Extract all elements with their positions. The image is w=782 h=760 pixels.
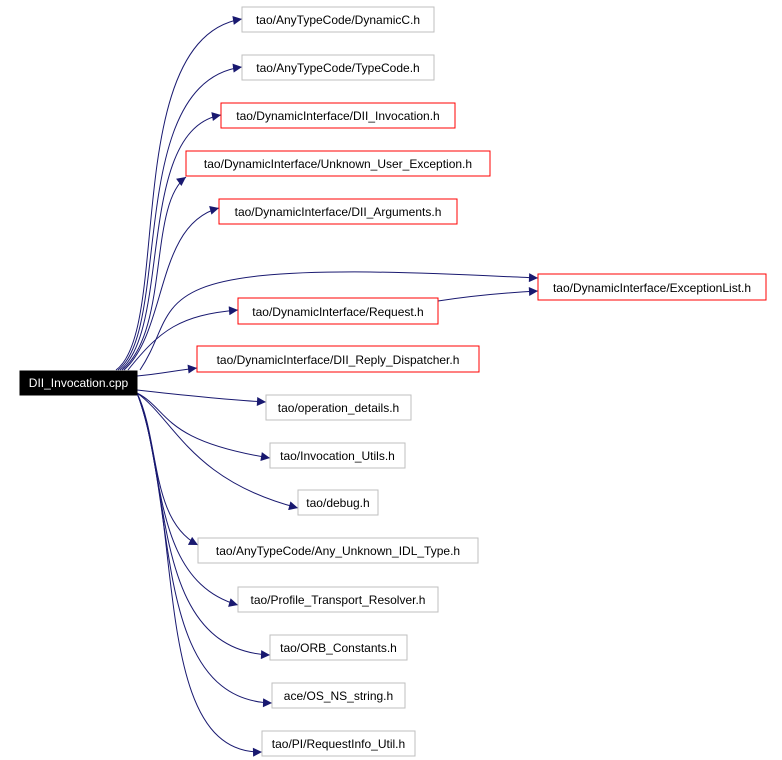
- node-label: tao/Profile_Transport_Resolver.h: [251, 593, 426, 607]
- node-anytypecode-typecode-h[interactable]: tao/AnyTypeCode/TypeCode.h: [241, 54, 435, 81]
- node-label: tao/DynamicInterface/Unknown_User_Except…: [204, 157, 472, 171]
- node-pi-requestinfo-util-h[interactable]: tao/PI/RequestInfo_Util.h: [261, 730, 416, 757]
- edge-root-to-n5: [123, 205, 220, 371]
- edge-root-to-n6: [139, 271, 539, 371]
- node-dynamicinterface-dii-arguments-h[interactable]: tao/DynamicInterface/DII_Arguments.h: [218, 198, 458, 225]
- node-label: tao/ORB_Constants.h: [280, 641, 397, 655]
- node-box: [265, 394, 412, 421]
- node-debug-h[interactable]: tao/debug.h: [297, 489, 379, 516]
- node-label: ace/OS_NS_string.h: [284, 689, 393, 703]
- root-node-box: [19, 370, 138, 396]
- edge-root-to-n11: [136, 392, 299, 511]
- node-label: tao/AnyTypeCode/TypeCode.h: [256, 61, 419, 75]
- node-box: [297, 489, 379, 516]
- edge-root-to-n10: [136, 392, 271, 461]
- node-label: tao/debug.h: [306, 496, 369, 510]
- node-dynamicinterface-request-h[interactable]: tao/DynamicInterface/Request.h: [237, 297, 439, 325]
- node-label: tao/Invocation_Utils.h: [280, 449, 395, 463]
- edge-root-to-n1: [115, 15, 243, 371]
- edge-root-to-n4: [121, 176, 187, 371]
- edge-root-to-n13: [136, 392, 239, 607]
- node-box: [237, 297, 439, 325]
- edge-root-to-n3: [119, 112, 222, 371]
- node-orb-constants-h[interactable]: tao/ORB_Constants.h: [269, 634, 408, 661]
- edge-root-to-n7: [127, 306, 239, 371]
- node-label: tao/AnyTypeCode/Any_Unknown_IDL_Type.h: [216, 544, 460, 558]
- node-invocation-utils-h[interactable]: tao/Invocation_Utils.h: [269, 442, 406, 469]
- node-anytypecode-any-unknown-idl-type-h[interactable]: tao/AnyTypeCode/Any_Unknown_IDL_Type.h: [197, 537, 479, 564]
- node-label: tao/AnyTypeCode/DynamicC.h: [256, 13, 420, 27]
- edge-n7-to-n6: [437, 286, 539, 302]
- edge-root-to-n16: [136, 392, 263, 757]
- node-operation-details-h[interactable]: tao/operation_details.h: [265, 394, 412, 421]
- edge-root-to-n8: [136, 364, 198, 377]
- node-box: [237, 586, 439, 613]
- edge-root-to-n2: [117, 63, 243, 371]
- node-box: [197, 537, 479, 564]
- node-label: tao/DynamicInterface/Request.h: [252, 305, 423, 319]
- node-label: tao/DynamicInterface/DII_Invocation.h: [236, 109, 439, 123]
- node-ace-os-ns-string-h[interactable]: ace/OS_NS_string.h: [271, 682, 406, 709]
- edge-root-to-n12: [136, 392, 199, 546]
- node-box: [218, 198, 458, 225]
- edges-layer: [115, 15, 539, 757]
- node-box: [261, 730, 416, 757]
- node-box: [269, 634, 408, 661]
- node-box: [241, 6, 435, 33]
- node-dynamicinterface-exceptionlist-h[interactable]: tao/DynamicInterface/ExceptionList.h: [537, 273, 767, 301]
- node-anytypecode-dynamicc-h[interactable]: tao/AnyTypeCode/DynamicC.h: [241, 6, 435, 33]
- node-label: tao/DynamicInterface/DII_Reply_Dispatche…: [217, 353, 460, 367]
- node-box: [537, 273, 767, 301]
- node-label: tao/DynamicInterface/DII_Arguments.h: [235, 205, 442, 219]
- root-node-dii-invocation-cpp[interactable]: DII_Invocation.cpp: [19, 370, 138, 396]
- node-box: [241, 54, 435, 81]
- node-label: tao/PI/RequestInfo_Util.h: [272, 737, 405, 751]
- edge-root-to-n9: [136, 389, 267, 406]
- node-dynamicinterface-dii-reply-dispatcher-h[interactable]: tao/DynamicInterface/DII_Reply_Dispatche…: [196, 345, 480, 373]
- node-box: [271, 682, 406, 709]
- node-label: tao/operation_details.h: [278, 401, 399, 415]
- node-dynamicinterface-dii-invocation-h[interactable]: tao/DynamicInterface/DII_Invocation.h: [220, 102, 456, 129]
- root-node-label: DII_Invocation.cpp: [29, 376, 129, 390]
- node-dynamicinterface-unknown-user-exception-h[interactable]: tao/DynamicInterface/Unknown_User_Except…: [185, 150, 491, 177]
- node-box: [196, 345, 480, 373]
- node-profile-transport-resolver-h[interactable]: tao/Profile_Transport_Resolver.h: [237, 586, 439, 613]
- node-box: [269, 442, 406, 469]
- node-box: [185, 150, 491, 177]
- node-label: tao/DynamicInterface/ExceptionList.h: [553, 281, 751, 295]
- edge-root-to-n14: [136, 392, 271, 660]
- node-box: [220, 102, 456, 129]
